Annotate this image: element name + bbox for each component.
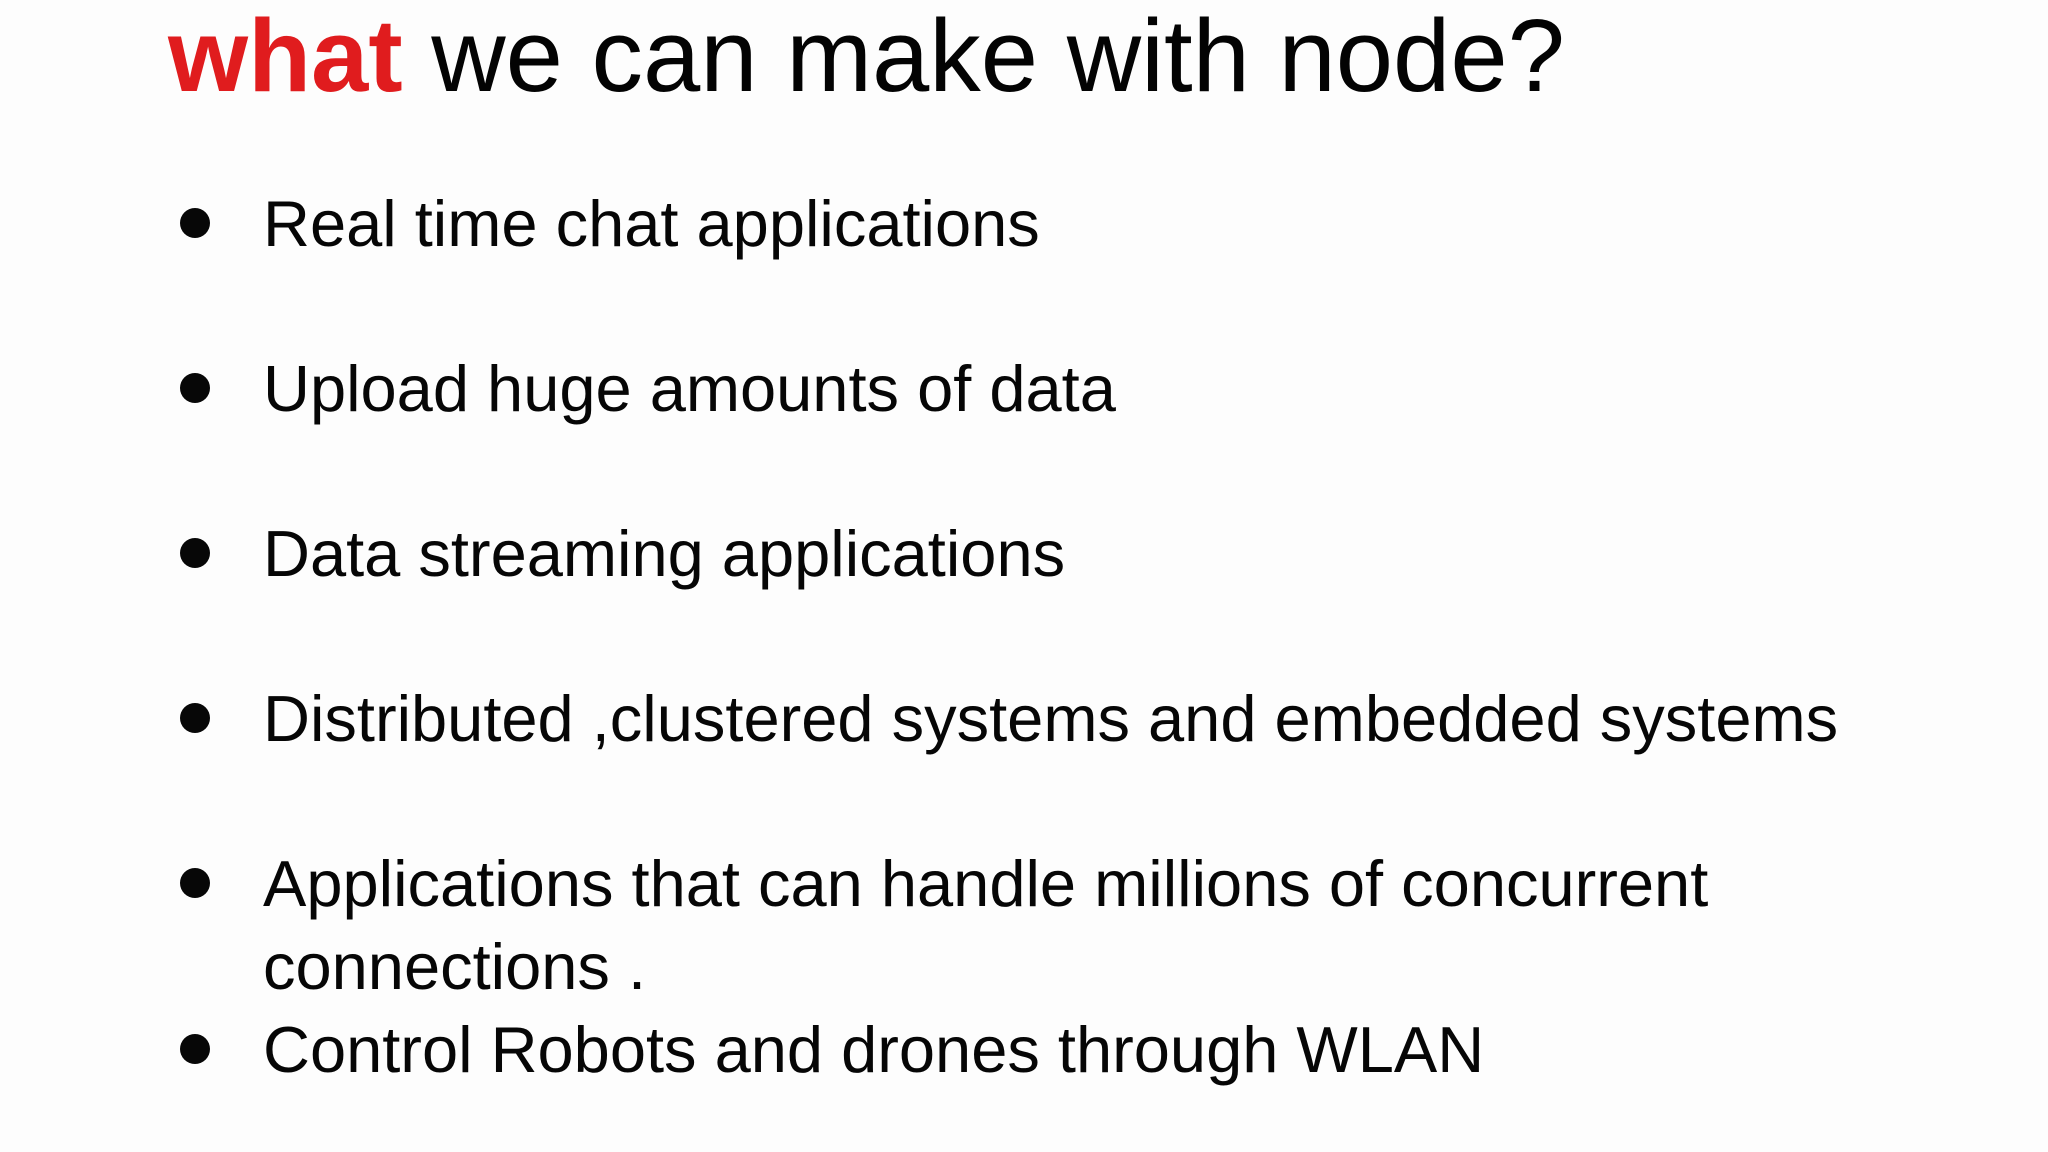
title-rest: we can make with node? xyxy=(402,0,1565,113)
list-item: Control Robots and drones through WLAN xyxy=(180,1008,2003,1091)
bullet-text: Distributed ,clustered systems and embed… xyxy=(263,682,1839,755)
bullet-text: Applications that can handle millions of… xyxy=(263,847,1709,1003)
bullet-dot-icon xyxy=(180,208,210,238)
list-item: Applications that can handle millions of… xyxy=(180,842,2003,1008)
bullet-text: Control Robots and drones through WLAN xyxy=(263,1013,1485,1086)
list-item: Data streaming applications xyxy=(180,512,2003,595)
bullet-list: Real time chat applications Upload huge … xyxy=(180,182,2003,1091)
slide-title: what we can make with node? xyxy=(168,4,1565,107)
list-item: Real time chat applications xyxy=(180,182,2003,265)
bullet-text: Upload huge amounts of data xyxy=(263,352,1116,425)
list-item: Upload huge amounts of data xyxy=(180,347,2003,430)
bullet-dot-icon xyxy=(180,1034,210,1064)
bullet-dot-icon xyxy=(180,538,210,568)
bullet-dot-icon xyxy=(180,373,210,403)
title-highlight-word: what xyxy=(168,0,403,113)
bullet-dot-icon xyxy=(180,703,210,733)
list-item: Distributed ,clustered systems and embed… xyxy=(180,677,2003,760)
bullet-text: Data streaming applications xyxy=(263,517,1066,590)
bullet-text: Real time chat applications xyxy=(263,187,1040,260)
bullet-dot-icon xyxy=(180,868,210,898)
